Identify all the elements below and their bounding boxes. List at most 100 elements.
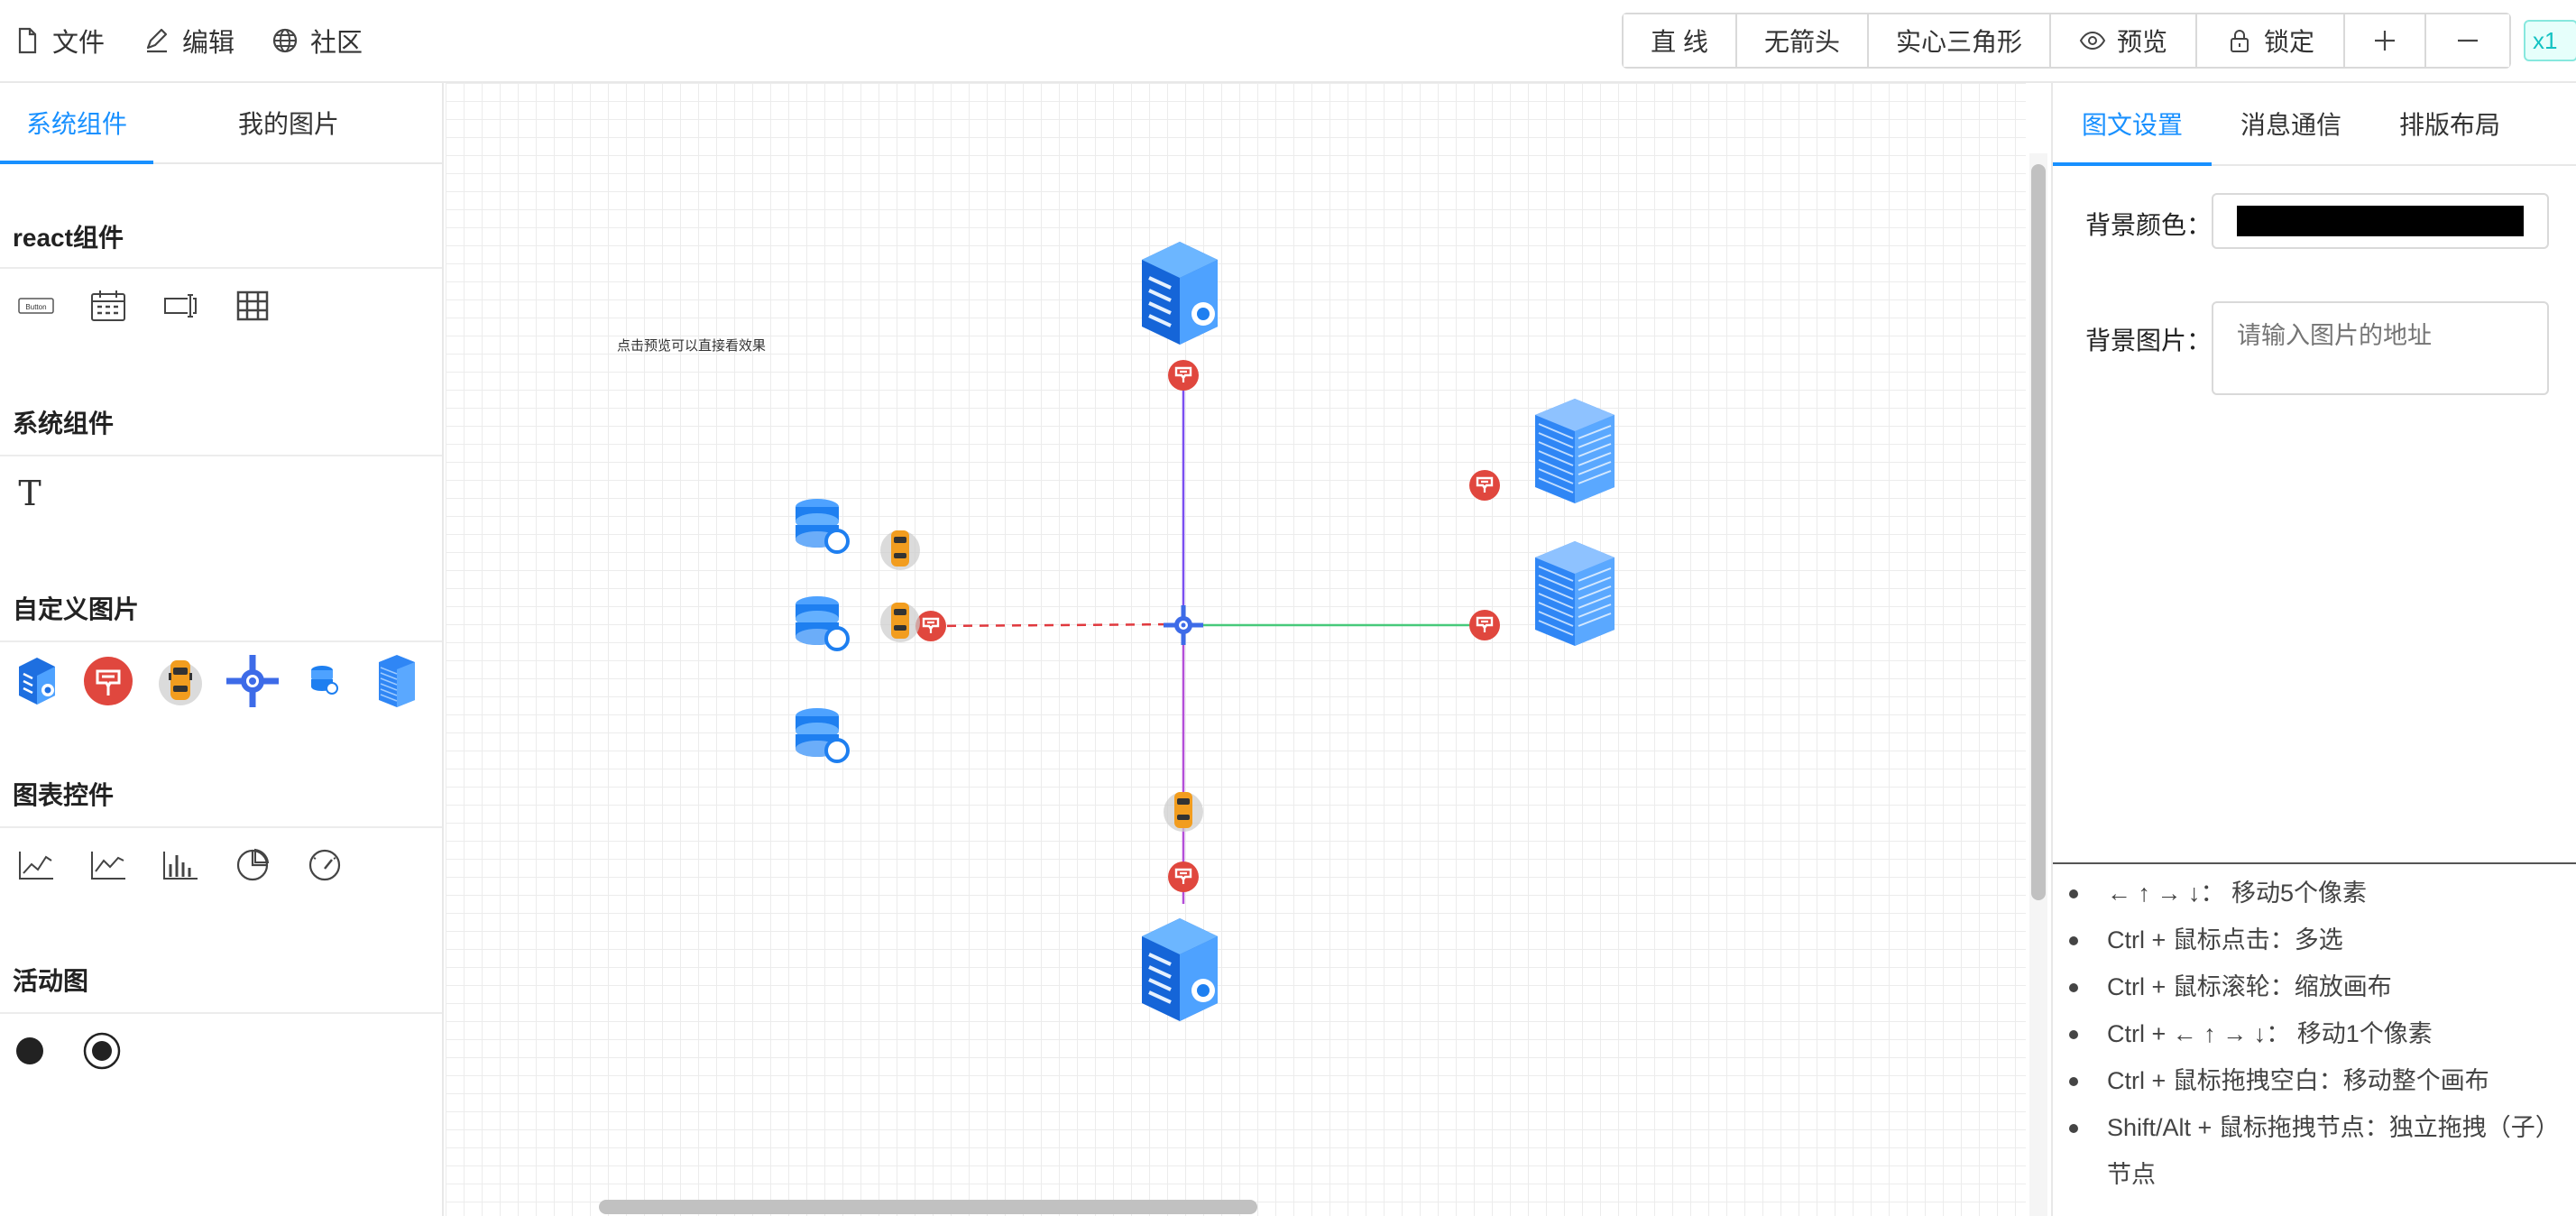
section-title-activity: 活动图 xyxy=(13,967,89,995)
marker-node-left[interactable] xyxy=(915,611,946,641)
image-server[interactable] xyxy=(0,649,72,713)
calendar-icon xyxy=(91,290,125,321)
shortcut-text: ← ↑ → ↓： 移动5个像素 xyxy=(2107,880,2368,907)
properties-panel: 图文设置 消息通信 排版布局 背景颜色： 背景图片： ← ↑ → ↓： 移动5个… xyxy=(2051,83,2576,1216)
canvas-hint-text[interactable]: 点击预览可以直接看效果 xyxy=(617,338,767,354)
marker-node-right-top[interactable] xyxy=(1469,470,1500,501)
chart-bar[interactable] xyxy=(144,834,216,897)
activity-end-node[interactable] xyxy=(60,1019,144,1082)
component-text[interactable]: T xyxy=(0,462,60,525)
car-node-1[interactable] xyxy=(880,530,920,570)
marker-node-right[interactable] xyxy=(1469,610,1500,640)
junction-icon xyxy=(226,655,279,707)
database-node-3[interactable] xyxy=(796,708,850,763)
arrow-end-label: 实心三角形 xyxy=(1895,28,2022,56)
image-marker[interactable] xyxy=(72,649,144,713)
tab-ink-bar xyxy=(0,161,153,164)
chart-pie[interactable] xyxy=(216,834,289,897)
database-icon xyxy=(311,666,338,695)
preview-button[interactable]: 预览 xyxy=(2051,14,2197,67)
image-car[interactable] xyxy=(144,649,216,713)
database-node-2[interactable] xyxy=(796,596,850,651)
shortcut-text: Shift/Alt + 鼠标拖拽节点：独立拖拽（子）节点 xyxy=(2107,1114,2560,1188)
target-circle-icon xyxy=(83,1032,121,1070)
button-component-icon: Button xyxy=(18,298,54,314)
building-node-1[interactable] xyxy=(1535,399,1615,503)
image-database[interactable] xyxy=(289,649,361,713)
lock-icon xyxy=(2230,30,2249,52)
zoom-out-button[interactable] xyxy=(2426,14,2509,67)
server-icon xyxy=(19,658,55,705)
lock-button[interactable]: 锁定 xyxy=(2197,14,2345,67)
tab-system-components[interactable]: 系统组件 xyxy=(25,110,127,138)
menu-file-label: 文件 xyxy=(52,29,106,58)
marker-node-top[interactable] xyxy=(1168,360,1199,391)
diagram-layer xyxy=(796,242,1615,1021)
pie-chart-icon xyxy=(236,848,270,881)
component-button[interactable]: Button xyxy=(0,274,72,337)
file-icon xyxy=(18,27,37,54)
minus-icon xyxy=(2458,39,2478,42)
vertical-scrollbar[interactable] xyxy=(2031,164,2046,900)
car-node-2[interactable] xyxy=(880,603,920,642)
table-icon xyxy=(236,290,269,321)
section-divider xyxy=(0,267,442,269)
react-components-row: Button xyxy=(0,274,289,337)
tab-graphic-settings[interactable]: 图文设置 xyxy=(2081,111,2183,139)
line-type-button[interactable]: 直 线 xyxy=(1624,14,1737,67)
horizontal-scrollbar[interactable] xyxy=(599,1200,1257,1214)
edge-left-marker-to-junction[interactable] xyxy=(930,622,1182,628)
plus-icon xyxy=(2375,31,2395,51)
car-node-3[interactable] xyxy=(1164,792,1203,832)
chart-area[interactable] xyxy=(72,834,144,897)
activity-start-node[interactable] xyxy=(0,1019,60,1082)
section-title-custom-images: 自定义图片 xyxy=(13,595,140,623)
tab-layout[interactable]: 排版布局 xyxy=(2398,111,2500,139)
arrow-start-button[interactable]: 无箭头 xyxy=(1737,14,1869,67)
properties-tabs: 图文设置 消息通信 排版布局 xyxy=(2053,83,2576,166)
menu-file[interactable]: 文件 xyxy=(13,0,105,81)
preview-label: 预览 xyxy=(2116,28,2167,56)
image-junction[interactable] xyxy=(216,649,289,713)
tab-my-images[interactable]: 我的图片 xyxy=(237,110,339,138)
shortcut-text: Ctrl + 鼠标点击：多选 xyxy=(2107,926,2343,953)
chart-line[interactable] xyxy=(0,834,72,897)
component-table[interactable] xyxy=(216,274,289,337)
section-divider xyxy=(0,826,442,828)
marker-node-bottom[interactable] xyxy=(1168,861,1199,892)
custom-images-row xyxy=(0,649,433,713)
component-panel: 系统组件 我的图片 react组件 Button 系统组件 T 自定义图片 xyxy=(0,83,444,1216)
server-node-top[interactable] xyxy=(1142,242,1218,345)
top-toolbar: 文件 编辑 社区 直 线 无箭头 实心三角形 预览 锁定 x xyxy=(0,0,2576,83)
toolbar-button-group: 直 线 无箭头 实心三角形 预览 锁定 xyxy=(1622,13,2511,69)
menu-community[interactable]: 社区 xyxy=(271,0,363,81)
bg-image-label: 背景图片： xyxy=(2085,327,2213,355)
menu-edit[interactable]: 编辑 xyxy=(143,0,235,81)
gauge-icon xyxy=(308,849,341,881)
shortcut-text: Ctrl + ← ↑ → ↓： 移动1个像素 xyxy=(2107,1020,2433,1047)
menu-community-label: 社区 xyxy=(310,29,363,58)
zoom-level-badge: x1 xyxy=(2524,20,2576,61)
bg-color-picker[interactable] xyxy=(2212,193,2549,249)
area-chart-icon xyxy=(91,852,125,880)
drawing-canvas[interactable]: 点击预览可以直接看效果 xyxy=(446,83,2026,1216)
database-node-1[interactable] xyxy=(796,499,850,554)
junction-node[interactable] xyxy=(1164,605,1203,645)
bg-image-url-input[interactable] xyxy=(2212,301,2549,395)
server-node-bottom[interactable] xyxy=(1142,918,1218,1021)
eye-icon xyxy=(2079,31,2106,51)
building-icon xyxy=(379,655,415,707)
building-node-2[interactable] xyxy=(1535,541,1615,646)
chart-gauge[interactable] xyxy=(289,834,361,897)
text-component-icon: T xyxy=(18,474,41,513)
component-datepicker[interactable] xyxy=(72,274,144,337)
tab-messaging[interactable]: 消息通信 xyxy=(2240,111,2341,139)
component-input[interactable] xyxy=(144,274,216,337)
zoom-in-button[interactable] xyxy=(2345,14,2426,67)
image-building[interactable] xyxy=(361,649,433,713)
car-icon xyxy=(159,660,202,705)
list-item: Shift/Alt + 鼠标拖拽节点：独立拖拽（子）节点 xyxy=(2053,1104,2567,1198)
activity-row xyxy=(0,1019,144,1082)
arrow-end-button[interactable]: 实心三角形 xyxy=(1869,14,2051,67)
section-title-chart-controls: 图表控件 xyxy=(13,781,115,809)
